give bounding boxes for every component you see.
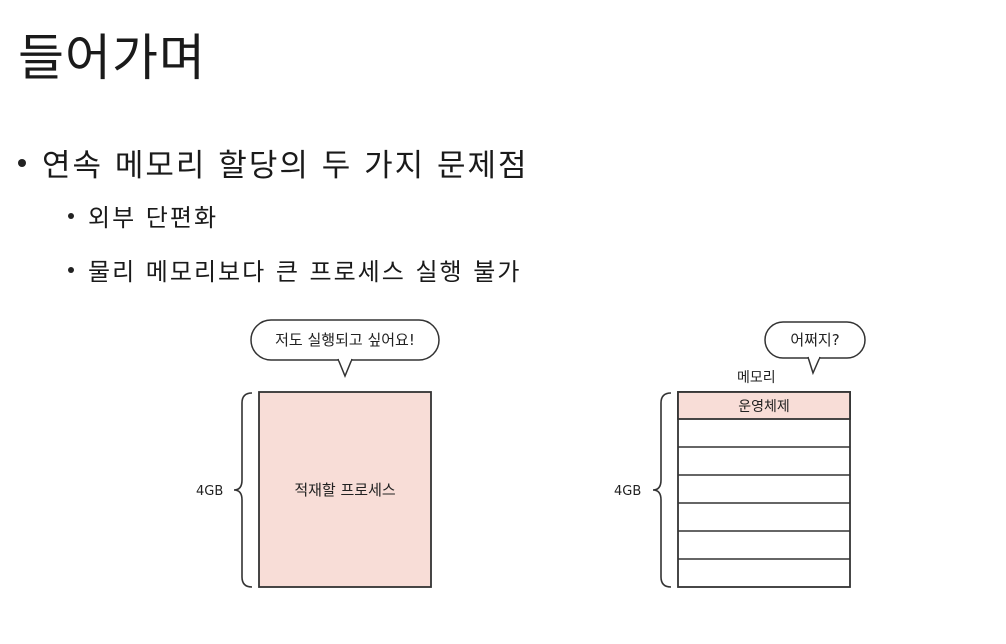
sub-bullet-2-text: 물리 메모리보다 큰 프로세스 실행 불가 <box>88 258 522 286</box>
bullet-main: 연속 메모리 할당의 두 가지 문제점 <box>18 140 529 185</box>
bullet-dot <box>68 212 74 219</box>
bullet-dot <box>18 158 26 167</box>
right-size-label: 4GB <box>614 484 641 499</box>
sub-bullet-2: 물리 메모리보다 큰 프로세스 실행 불가 <box>68 252 521 287</box>
os-slot-label: 운영체제 <box>738 399 790 415</box>
sub-bullet-1-text: 외부 단편화 <box>88 204 219 232</box>
left-brace <box>233 392 253 588</box>
process-box-label: 적재할 프로세스 <box>294 481 396 499</box>
bullet-main-text: 연속 메모리 할당의 두 가지 문제점 <box>42 148 529 184</box>
slide-title: 들어가며 <box>18 29 206 87</box>
right-speech-text: 어쩌지? <box>790 331 839 349</box>
left-speech-bubble: 저도 실행되고 싶어요! <box>250 319 440 378</box>
left-size-label: 4GB <box>196 484 223 499</box>
os-slot <box>677 391 851 420</box>
memory-column <box>677 391 851 588</box>
right-brace <box>652 392 672 588</box>
process-box <box>258 391 432 588</box>
sub-bullet-1: 외부 단편화 <box>68 198 218 233</box>
left-speech-text: 저도 실행되고 싶어요! <box>275 331 415 349</box>
bullet-dot <box>68 266 74 273</box>
right-speech-bubble: 어쩌지? <box>764 321 866 376</box>
memory-label: 메모리 <box>737 370 776 386</box>
